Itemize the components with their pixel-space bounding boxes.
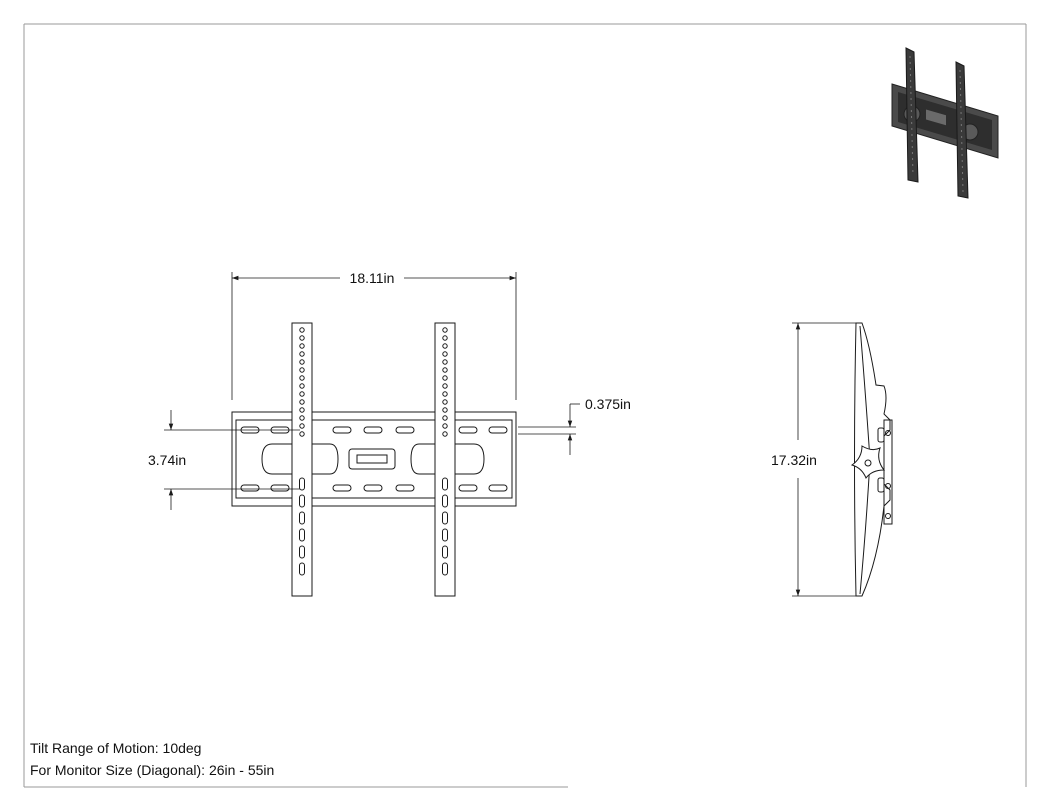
arm-slot <box>442 562 448 576</box>
arm-hole <box>299 423 305 429</box>
arm-hole <box>299 407 305 413</box>
arm-hole <box>299 359 305 365</box>
arm-hole <box>442 431 448 437</box>
arm-hole <box>442 423 448 429</box>
arm-slot <box>442 511 448 525</box>
arm-hole <box>442 327 448 333</box>
side-bracket <box>883 419 893 525</box>
product-render <box>891 47 999 199</box>
wall-plate <box>231 411 517 507</box>
arm-slot <box>299 494 305 508</box>
center-level <box>348 448 396 470</box>
cutout-right-inner <box>455 443 485 475</box>
dim-overall-height <box>792 322 856 597</box>
slot-row-bottom <box>240 484 508 492</box>
arm-hole <box>442 399 448 405</box>
drawing-border <box>23 23 1027 788</box>
arm-slot <box>299 528 305 542</box>
arm-hole <box>442 383 448 389</box>
arm-hole <box>442 335 448 341</box>
arm-slot <box>299 511 305 525</box>
dim-width-label: 18.11in <box>350 270 395 286</box>
side-view <box>850 322 893 597</box>
arm-slot <box>442 494 448 508</box>
arm-hole <box>299 383 305 389</box>
arm-hole <box>299 415 305 421</box>
arm-hole <box>299 327 305 333</box>
dim-height-label: 17.32in <box>771 452 817 468</box>
arm-hole <box>442 375 448 381</box>
arm-hole <box>299 399 305 405</box>
arm-hole <box>299 391 305 397</box>
front-view <box>231 322 517 597</box>
arm-hole <box>442 407 448 413</box>
arm-slot <box>299 477 305 491</box>
cutout-right <box>410 443 435 475</box>
arm-slot <box>299 545 305 559</box>
arm-slot <box>442 477 448 491</box>
cutout-left <box>261 443 292 475</box>
arm-hole <box>442 343 448 349</box>
arm-hole <box>299 335 305 341</box>
arm-hole <box>299 367 305 373</box>
arm-hole <box>442 351 448 357</box>
arm-slot <box>442 545 448 559</box>
arm-hole <box>442 359 448 365</box>
dim-overall-width <box>231 272 517 400</box>
arm-right <box>434 322 456 597</box>
note-tilt-range: Tilt Range of Motion: 10deg <box>30 740 202 756</box>
arm-hole <box>299 343 305 349</box>
arm-hole <box>299 375 305 381</box>
dim-slot-spacing <box>164 410 300 510</box>
arm-hole <box>299 351 305 357</box>
note-monitor-size: For Monitor Size (Diagonal): 26in - 55in <box>30 762 275 778</box>
arm-slot <box>299 562 305 576</box>
arm-hole <box>442 391 448 397</box>
tilt-knob <box>850 445 886 480</box>
dim-spacing-label: 3.74in <box>148 452 186 468</box>
dim-depth-label: 0.375in <box>585 396 631 412</box>
arm-slot <box>442 528 448 542</box>
arm-hole <box>442 367 448 373</box>
arm-left <box>291 322 313 597</box>
arm-hole <box>299 431 305 437</box>
arm-hole <box>442 415 448 421</box>
cutout-left-inner <box>312 443 339 475</box>
wall-plate-inner <box>235 419 513 499</box>
dim-rail-depth <box>518 403 580 455</box>
